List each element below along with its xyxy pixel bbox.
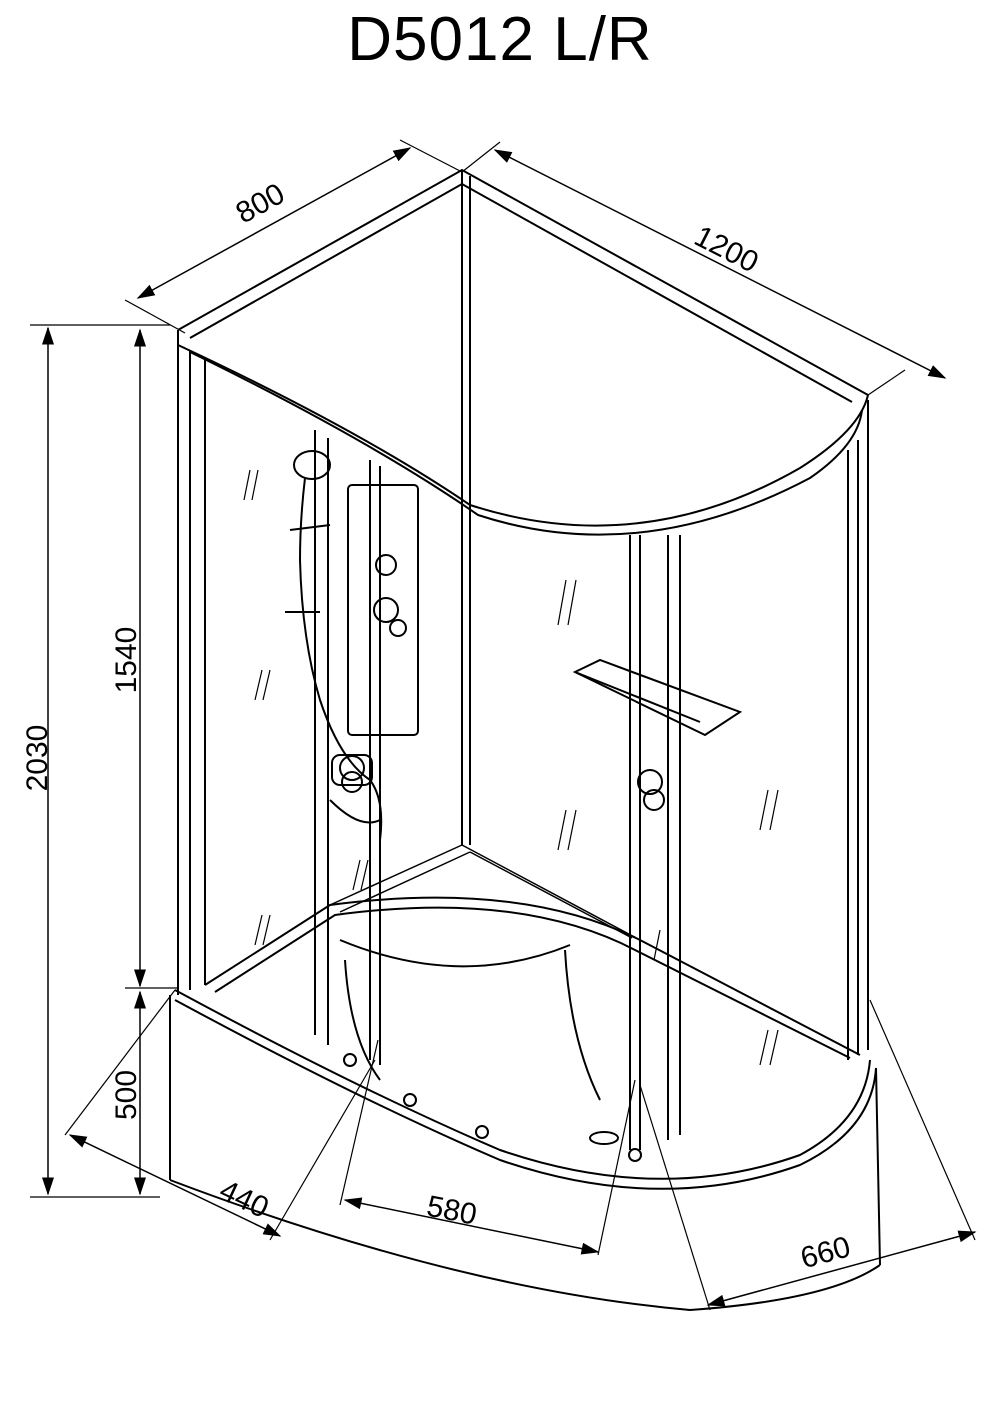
base-skirt xyxy=(169,995,881,1312)
dim-1540-label: 1540 xyxy=(110,627,143,694)
back-corner-post xyxy=(461,172,471,845)
dim-660-label: 660 xyxy=(797,1230,854,1275)
dim-500: 500 xyxy=(110,990,146,1196)
dim-500-label: 500 xyxy=(110,1070,143,1120)
glass-reflections xyxy=(243,469,779,1066)
corner-shelf xyxy=(572,658,743,737)
left-side-frame xyxy=(177,340,381,1065)
tray-back-corner xyxy=(329,844,641,941)
dim-1540: 1540 xyxy=(110,328,178,989)
dim-580: 580 xyxy=(339,1039,636,1256)
shower-tray xyxy=(174,896,877,1190)
dim-660: 660 xyxy=(639,999,977,1311)
model-title: D5012 L/R xyxy=(347,5,653,74)
dim-800: 800 xyxy=(124,139,463,334)
dim-1200-label: 1200 xyxy=(689,220,763,280)
dim-440-label: 440 xyxy=(214,1174,273,1225)
control-panel xyxy=(347,484,419,736)
roof-frame xyxy=(177,168,869,536)
dim-1200: 1200 xyxy=(461,141,947,396)
shower-head-and-hose xyxy=(285,450,383,841)
curved-door-frame xyxy=(629,400,869,1150)
dim-2030-label: 2030 xyxy=(21,725,54,792)
dim-800-label: 800 xyxy=(231,177,291,230)
dim-580-label: 580 xyxy=(424,1190,479,1232)
dim-2030: 2030 xyxy=(21,324,170,1198)
door-handles xyxy=(339,755,665,811)
